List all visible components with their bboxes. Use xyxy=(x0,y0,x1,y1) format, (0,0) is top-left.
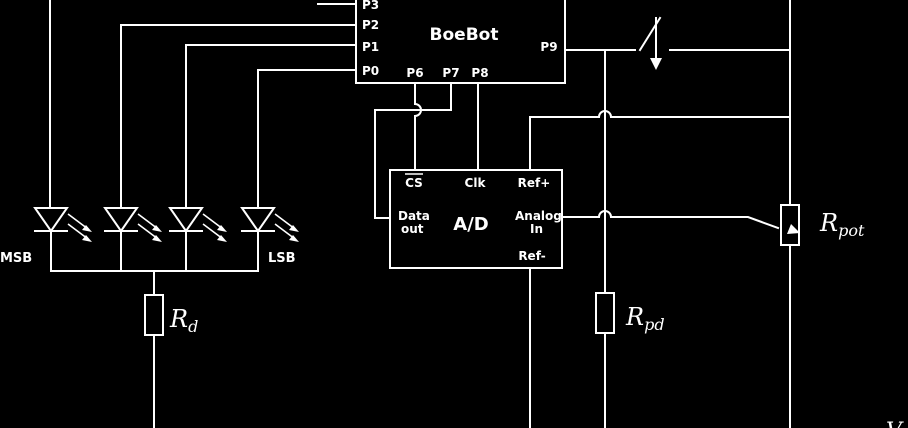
adc-title: A/D xyxy=(453,214,488,235)
resistor-rpd xyxy=(595,292,615,334)
boebot-outline xyxy=(355,0,566,84)
pin-p1: P1 xyxy=(362,40,379,54)
rd-label: Rd xyxy=(169,305,198,336)
switch-arrow-icon xyxy=(650,58,662,70)
pin-p8: P8 xyxy=(471,66,488,80)
led-bus-wires xyxy=(49,0,357,209)
wire-p2 xyxy=(120,24,357,209)
adc-pin-analog: Analog xyxy=(515,209,562,223)
rpot-label: Rpot xyxy=(819,209,865,240)
wire-p1 xyxy=(185,44,357,209)
pot-wiper-arrow-icon xyxy=(787,224,800,234)
corner-v-label: V xyxy=(886,419,904,428)
led-array: MSB LSB xyxy=(0,207,299,266)
boebot-chip: BoeBot P3 P2 P1 P0 P6 P7 P8 P9 xyxy=(355,0,566,84)
adc-pin-cs: CS xyxy=(405,176,423,190)
pin-p2: P2 xyxy=(362,18,379,32)
led-2 xyxy=(103,207,162,242)
wire-p7-data xyxy=(374,82,452,219)
wire-analog-in xyxy=(561,210,780,230)
switch-branch: Rpd xyxy=(564,16,791,428)
led-3 xyxy=(168,207,227,242)
pot-branch: Rpot V xyxy=(780,0,904,428)
pin-p6: P6 xyxy=(406,66,423,80)
pin-p9: P9 xyxy=(540,40,557,54)
msb-label: MSB xyxy=(0,251,32,266)
resistor-rpot xyxy=(780,204,800,246)
wire-p0 xyxy=(257,69,357,209)
adc-control-wires xyxy=(374,82,791,428)
led-msb xyxy=(33,207,92,242)
adc-pin-ref-minus: Ref- xyxy=(518,249,545,263)
boebot-title: BoeBot xyxy=(430,25,499,45)
rpd-label: Rpd xyxy=(625,303,665,334)
pin-p7: P7 xyxy=(442,66,459,80)
led-lsb xyxy=(240,207,299,242)
pin-p0: P0 xyxy=(362,64,379,78)
wire-ref-plus xyxy=(529,110,791,171)
lsb-label: LSB xyxy=(268,251,296,266)
rd-branch: Rd xyxy=(50,230,259,428)
adc-pin-out: out xyxy=(401,222,424,236)
resistor-rd xyxy=(144,294,164,336)
pin-p3: P3 xyxy=(362,0,379,12)
adc-chip: A/D CS Clk Ref+ Data out Analog In Ref- xyxy=(389,169,563,269)
adc-pin-data: Data xyxy=(398,209,430,223)
adc-pin-clk: Clk xyxy=(465,176,487,190)
adc-pin-ref-plus: Ref+ xyxy=(518,176,551,190)
wire-p6-cs xyxy=(414,82,422,171)
adc-pin-in: In xyxy=(530,222,543,236)
